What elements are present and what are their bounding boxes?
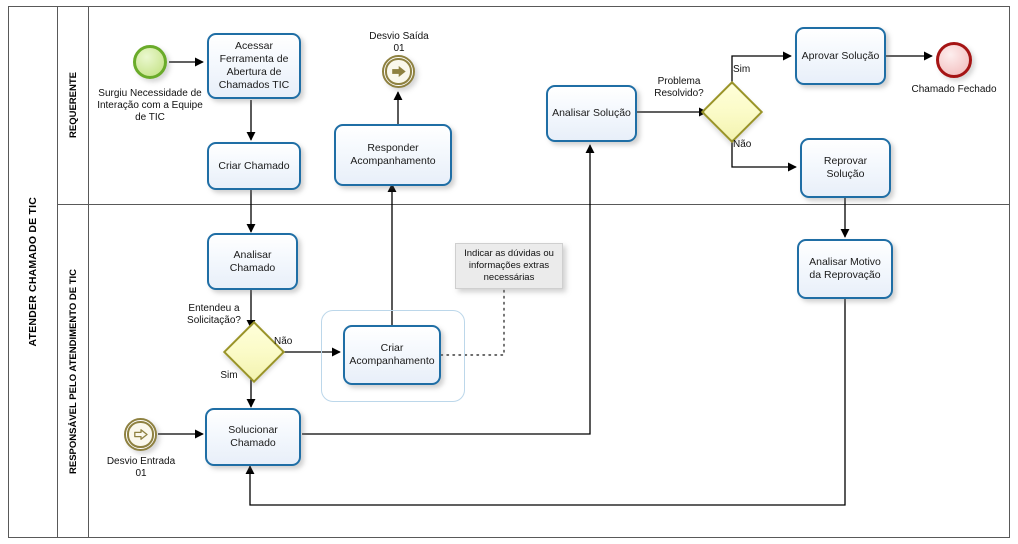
end-event-label: Chamado Fechado bbox=[911, 84, 997, 95]
task-analisar-solucao[interactable]: Analisar Solução bbox=[546, 85, 637, 142]
pool-title: ATENDER CHAMADO DE TIC bbox=[8, 6, 58, 538]
task-acessar-ferramenta[interactable]: Acessar Ferramenta de Abertura de Chamad… bbox=[207, 33, 301, 99]
lane-label-requerente: REQUERENTE bbox=[58, 6, 89, 204]
task-analisar-motivo-reprovacao-label: Analisar Motivo da Reprovação bbox=[809, 256, 881, 281]
flow-label-sim-entendeu: Sim bbox=[220, 370, 238, 381]
task-reprovar-solucao[interactable]: Reprovar Solução bbox=[800, 138, 891, 198]
flow-label-nao-resolvido: Não bbox=[733, 139, 752, 150]
annotation-note: Indicar as dúvidas ou informações extras… bbox=[455, 243, 563, 289]
annotation-note-text: Indicar as dúvidas ou informações extras… bbox=[464, 247, 554, 284]
end-event[interactable] bbox=[936, 42, 972, 78]
task-responder-acompanhamento[interactable]: Responder Acompanhamento bbox=[334, 124, 452, 186]
task-aprovar-solucao[interactable]: Aprovar Solução bbox=[795, 27, 886, 85]
task-criar-acompanhamento-label: Criar Acompanhamento bbox=[349, 342, 435, 367]
lane-label-responsavel-text: RESPONSÁVEL PELO ATENDIMENTO DE TIC bbox=[67, 268, 79, 474]
task-aprovar-solucao-label: Aprovar Solução bbox=[801, 49, 880, 62]
task-analisar-motivo-reprovacao[interactable]: Analisar Motivo da Reprovação bbox=[797, 239, 893, 299]
lane-divider bbox=[58, 204, 1010, 205]
link-arrow-filled-icon bbox=[391, 66, 406, 77]
task-analisar-chamado[interactable]: Analisar Chamado bbox=[207, 233, 298, 290]
task-criar-chamado-label: Criar Chamado bbox=[218, 159, 290, 172]
flow-label-sim-resolvido: Sim bbox=[733, 64, 751, 75]
task-solucionar-chamado-label: Solucionar Chamado bbox=[228, 424, 278, 449]
link-catch-event-label: Desvio Entrada 01 bbox=[106, 456, 176, 479]
flow-label-nao-entendeu: Não bbox=[274, 336, 293, 347]
link-throw-event-label: Desvio Saída 01 bbox=[369, 31, 429, 54]
gateway-entendeu-solicitacao[interactable] bbox=[222, 320, 286, 384]
gateway-problema-resolvido[interactable] bbox=[700, 80, 764, 144]
task-acessar-ferramenta-label: Acessar Ferramenta de Abertura de Chamad… bbox=[218, 40, 290, 91]
gateway-problema-resolvido-label: Problema Resolvido? bbox=[654, 76, 704, 99]
task-analisar-solucao-label: Analisar Solução bbox=[552, 107, 631, 120]
start-event-label: Surgiu Necessidade de Interação com a Eq… bbox=[97, 88, 203, 123]
task-solucionar-chamado[interactable]: Solucionar Chamado bbox=[205, 408, 301, 466]
task-responder-acompanhamento-label: Responder Acompanhamento bbox=[350, 142, 436, 167]
pool-title-text: ATENDER CHAMADO DE TIC bbox=[26, 197, 39, 347]
link-throw-event[interactable] bbox=[382, 55, 415, 88]
task-criar-chamado[interactable]: Criar Chamado bbox=[207, 142, 301, 190]
gateway-entendeu-solicitacao-label: Entendeu a Solicitação? bbox=[187, 303, 241, 326]
lane-label-requerente-text: REQUERENTE bbox=[67, 72, 79, 138]
task-reprovar-solucao-label: Reprovar Solução bbox=[823, 155, 868, 180]
subprocess-frame-criar-acompanhamento bbox=[321, 310, 465, 402]
start-event[interactable] bbox=[133, 45, 167, 79]
task-analisar-chamado-label: Analisar Chamado bbox=[229, 248, 276, 274]
lane-label-responsavel: RESPONSÁVEL PELO ATENDIMENTO DE TIC bbox=[58, 204, 89, 538]
link-arrow-outline-icon bbox=[133, 429, 148, 440]
task-criar-acompanhamento[interactable]: Criar Acompanhamento bbox=[343, 325, 441, 385]
link-catch-event[interactable] bbox=[124, 418, 157, 451]
